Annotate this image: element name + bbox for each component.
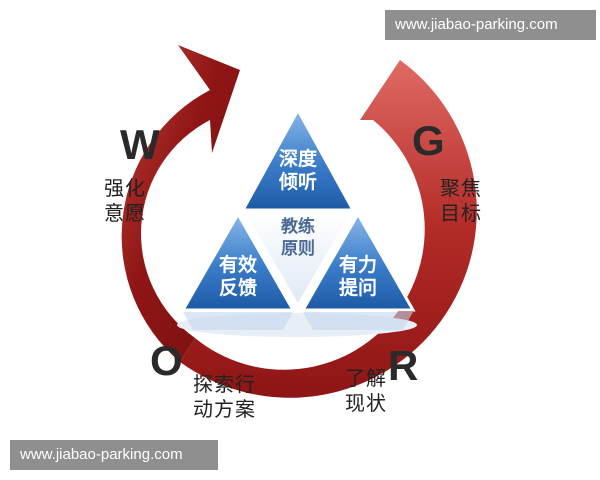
triangle-right [300, 210, 416, 312]
letter-g: G [412, 117, 445, 164]
label-g-line1: 聚焦 [440, 176, 482, 200]
label-w-line1: 强化 [104, 176, 146, 200]
letter-o: O [150, 337, 183, 384]
triangle-right-line2: 提问 [338, 277, 377, 299]
label-r-line2: 现状 [345, 391, 387, 415]
triangle-right-label: 有力 提问 [323, 254, 393, 300]
triangle-top-line1: 深度 [278, 148, 317, 170]
triangle-left-label: 有效 反馈 [203, 254, 273, 300]
label-o-line2: 动方案 [193, 397, 256, 421]
label-o-line1: 探索行 [193, 372, 256, 396]
watermark-bottom: www.jiabao-parking.com [10, 440, 218, 470]
watermark-top: www.jiabao-parking.com [385, 10, 596, 40]
triangle-left-line2: 反馈 [218, 277, 257, 299]
label-r: 了解 现状 [345, 366, 387, 416]
cycle-arrow-left [121, 45, 240, 362]
letter-w: W [120, 121, 160, 168]
label-w-line2: 意愿 [104, 201, 146, 225]
triangle-top-line2: 倾听 [278, 171, 317, 193]
label-g-line2: 目标 [440, 201, 482, 225]
triangle-right-line1: 有力 [338, 254, 377, 276]
triangle-left-line1: 有效 [218, 254, 257, 276]
triangle-top [240, 106, 356, 212]
triangle-left [180, 210, 296, 312]
label-r-line1: 了解 [345, 366, 387, 390]
center-line1: 教练 [281, 217, 315, 237]
label-g: 聚焦 目标 [440, 176, 482, 226]
label-w: 强化 意愿 [104, 176, 146, 226]
center-line2: 原则 [281, 239, 315, 259]
center-label: 教练 原则 [268, 216, 328, 260]
triangle-right-reflection [303, 312, 413, 330]
letter-r: R [388, 342, 419, 389]
triangle-top-label: 深度 倾听 [263, 148, 333, 194]
label-o: 探索行 动方案 [193, 372, 256, 422]
triangle-left-reflection [183, 312, 293, 330]
